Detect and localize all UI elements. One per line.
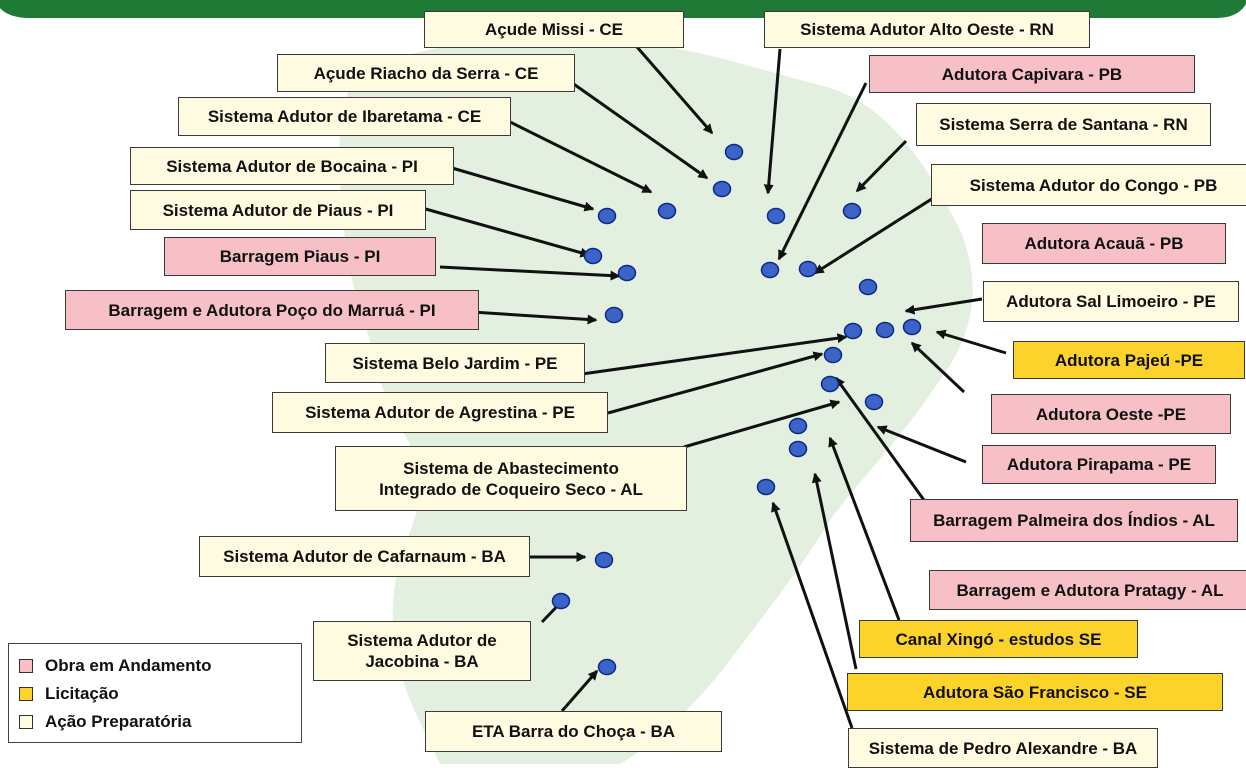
site-dot	[788, 440, 808, 458]
site-dot	[756, 478, 776, 496]
pointer-arrow	[635, 46, 714, 135]
project-label: Sistema Adutor do Congo - PB	[931, 164, 1246, 206]
project-label: Sistema de Abastecimento Integrado de Co…	[335, 446, 687, 511]
project-label: Sistema Adutor de Agrestina - PE	[272, 392, 608, 433]
site-dot	[823, 346, 843, 364]
project-label: Barragem Palmeira dos Índios - AL	[910, 499, 1238, 542]
project-label: Adutora Oeste -PE	[991, 394, 1231, 434]
site-dot	[604, 306, 624, 324]
site-dot	[842, 202, 862, 220]
pointer-arrow	[567, 78, 709, 180]
pointer-arrow	[904, 297, 983, 315]
project-label: Açude Riacho da Serra - CE	[277, 54, 575, 92]
legend-swatch-prep	[19, 715, 33, 729]
site-dot	[760, 261, 780, 279]
site-dot	[766, 207, 786, 225]
pointer-arrow	[777, 82, 868, 261]
site-dot	[617, 264, 637, 282]
project-label: Adutora Sal Limoeiro - PE	[983, 281, 1239, 322]
project-label: Adutora Pirapama - PE	[982, 445, 1216, 484]
project-label: Adutora São Francisco - SE	[847, 673, 1223, 711]
pointer-arrow	[439, 265, 621, 281]
site-dot	[724, 143, 744, 161]
legend-swatch-licitacao	[19, 687, 33, 701]
pointer-arrow	[811, 472, 858, 670]
project-label: Barragem e Adutora Pratagy - AL	[929, 570, 1246, 610]
pointer-arrow	[855, 139, 908, 193]
legend-item-andamento: Obra em Andamento	[19, 652, 291, 680]
site-dot	[657, 202, 677, 220]
project-label: Adutora Capivara - PB	[869, 55, 1195, 93]
pointer-arrow	[834, 376, 936, 515]
project-label: Sistema Adutor Alto Oeste - RN	[764, 11, 1090, 48]
project-label: Sistema Adutor de Ibaretama - CE	[178, 97, 511, 136]
pointer-arrow	[813, 193, 939, 275]
site-dot	[712, 180, 732, 198]
project-label: Açude Missi - CE	[424, 11, 684, 48]
pointer-arrow	[876, 425, 967, 464]
legend-label: Obra em Andamento	[45, 656, 212, 675]
pointer-arrow	[471, 310, 598, 325]
pointer-arrow	[935, 329, 1007, 355]
site-dot	[551, 592, 571, 610]
legend: Obra em Andamento Licitação Ação Prepara…	[8, 643, 302, 743]
site-dot	[788, 417, 808, 435]
site-dot	[858, 278, 878, 296]
pointer-arrow	[828, 436, 901, 621]
project-label: Adutora Acauã - PB	[982, 223, 1226, 264]
pointer-arrow	[607, 351, 824, 415]
pointer-arrow	[763, 48, 782, 195]
legend-item-prep: Ação Preparatória	[19, 708, 291, 736]
arrows-layer	[421, 46, 1007, 729]
project-label: Barragem e Adutora Poço do Marruá - PI	[65, 290, 479, 330]
project-label: Barragem Piaus - PI	[164, 237, 436, 276]
project-label: Sistema Adutor de Piaus - PI	[130, 190, 426, 230]
site-dot	[864, 393, 884, 411]
project-label: ETA Barra do Choça - BA	[425, 711, 722, 752]
site-dot	[597, 207, 617, 225]
pointer-arrow	[581, 333, 848, 376]
legend-item-licitacao: Licitação	[19, 680, 291, 708]
site-dot	[594, 551, 614, 569]
legend-label: Licitação	[45, 684, 119, 703]
pointer-arrow	[560, 669, 599, 712]
project-label: Sistema Adutor de Bocaina - PI	[130, 147, 454, 185]
project-label: Sistema Belo Jardim - PE	[325, 343, 585, 383]
pointer-arrow	[683, 399, 841, 449]
pointer-arrow	[771, 501, 854, 729]
site-dot	[902, 318, 922, 336]
site-dot	[597, 658, 617, 676]
sites-layer	[551, 143, 922, 676]
legend-label: Ação Preparatória	[45, 712, 192, 731]
pointer-arrow	[910, 341, 966, 394]
pointer-arrow	[499, 115, 653, 194]
project-label: Canal Xingó - estudos SE	[859, 620, 1138, 658]
project-label: Sistema Serra de Santana - RN	[916, 103, 1211, 146]
site-dot	[820, 375, 840, 393]
legend-swatch-andamento	[19, 659, 33, 673]
site-dot	[875, 321, 895, 339]
pointer-arrow	[421, 206, 591, 258]
project-label: Sistema Adutor de Cafarnaum - BA	[199, 536, 530, 577]
project-label: Adutora Pajeú -PE	[1013, 341, 1245, 379]
site-dot	[798, 260, 818, 278]
pointer-arrow	[451, 166, 595, 212]
site-dot	[583, 247, 603, 265]
project-label: Sistema Adutor de Jacobina - BA	[313, 621, 531, 681]
project-label: Sistema de Pedro Alexandre - BA	[848, 728, 1158, 768]
site-dot	[843, 322, 863, 340]
